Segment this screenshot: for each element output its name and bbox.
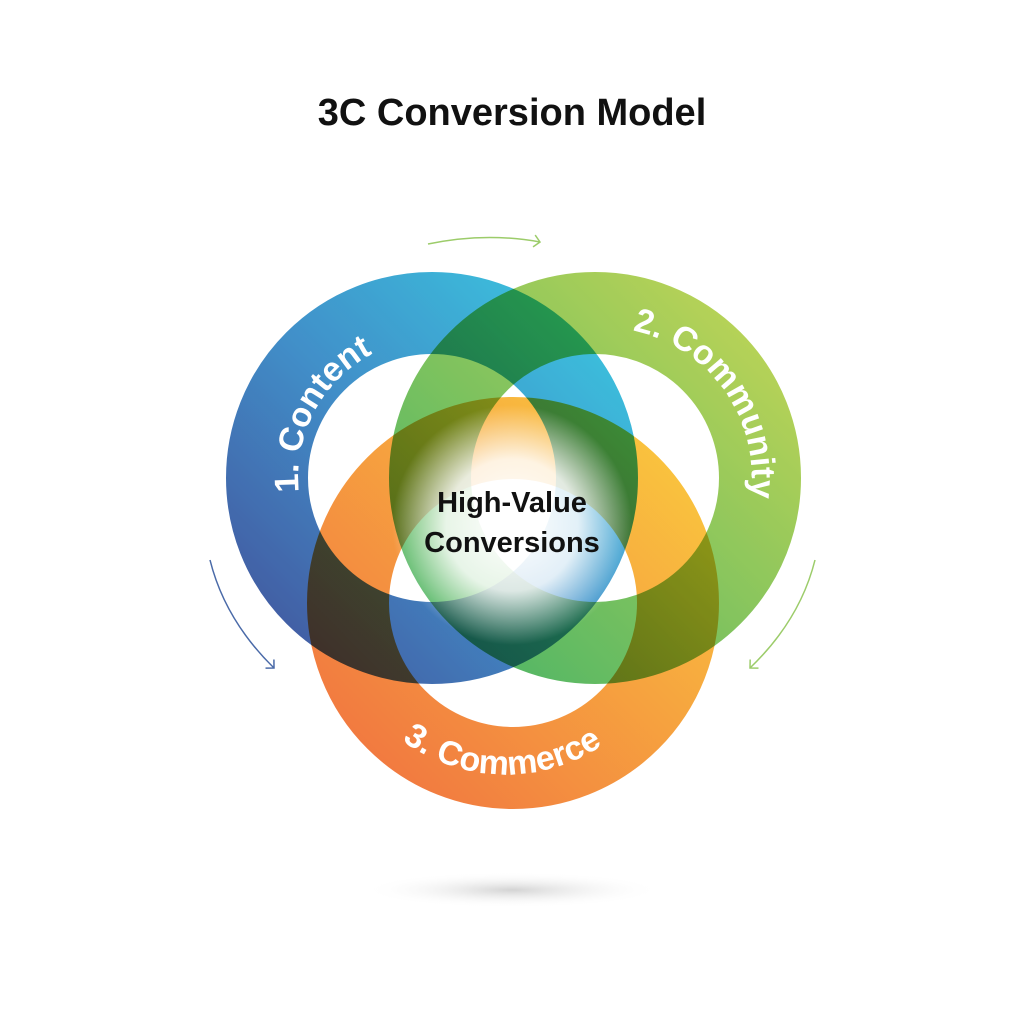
center-glow xyxy=(392,405,632,645)
cycle-arrow-right xyxy=(749,559,816,669)
cycle-arrow-top xyxy=(427,234,542,248)
center-label-line1: High-Value xyxy=(437,487,587,519)
center-label-line2: Conversions xyxy=(424,527,600,559)
drop-shadow xyxy=(362,872,662,908)
cycle-arrow-left xyxy=(209,559,275,669)
diagram-title: 3C Conversion Model xyxy=(317,92,707,134)
